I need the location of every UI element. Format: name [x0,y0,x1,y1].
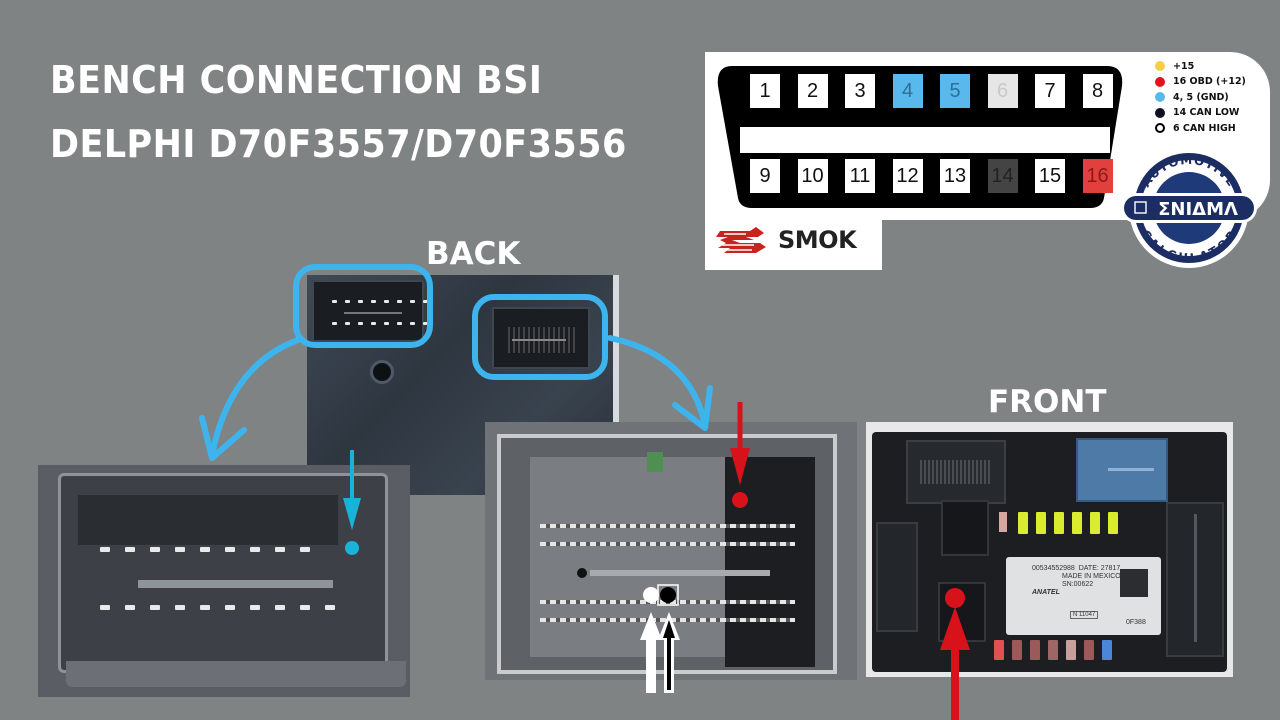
smok-logo: SMOK [716,225,857,255]
front-connector-left [906,440,1006,504]
obd-pin-2: 2 [797,74,828,108]
bottom-fuse-row [994,640,1112,660]
yellow-fuse [1090,512,1100,534]
obd-pin-14: 14 [987,159,1018,193]
pin-row-4 [540,618,795,622]
badge-text-middle: ΣNIΔMΛ [1158,199,1238,220]
front-module-photo: 00534552988 DATE: 27817 MADE IN MEXICO S… [866,422,1233,677]
qr-code [1120,569,1148,597]
relay-socket [941,500,989,556]
legend-label: 4, 5 (GND) [1173,91,1229,103]
fuse [1084,640,1094,660]
obd-pin-7: 7 [1035,74,1065,108]
legend-dot-icon [1155,107,1165,118]
enigma-automotive-calculator-badge: AUTOMOTIVE CALCULATOR ΣNIΔMΛ [1121,148,1257,268]
pin-row-2 [540,542,795,546]
curved-arrow-right [607,335,708,428]
side-connector-left [876,522,918,632]
yellow-fuse [1072,512,1082,534]
legend-label: 6 CAN HIGH [1173,122,1236,134]
obd-pin-8: 8 [1082,74,1113,108]
obd-pin-10: 10 [797,159,828,193]
title-line-2: DELPHI D70F3557/D70F3556 [50,122,627,166]
back-connector-left [312,280,428,342]
legend-item: 14 CAN LOW [1155,106,1246,120]
yellow-fuse [1036,512,1046,534]
fuse [994,640,1004,660]
curved-arrow-left-head [199,415,247,461]
legend-dot-icon [1155,123,1165,133]
legend-item: 6 CAN HIGH [1155,121,1246,135]
fuse [1030,640,1040,660]
legend-label: 14 CAN LOW [1173,107,1240,118]
obd-pin-3: 3 [845,74,875,108]
chip-icon [1134,201,1147,214]
obd-pin-16: 16 [1082,159,1113,193]
front-connector-blue [1076,438,1168,502]
obd-pin-1: 1 [750,74,780,108]
back-connector-right [492,307,590,369]
fuse [999,512,1007,532]
obd-pin-11: 11 [845,159,875,193]
fuse [1012,640,1022,660]
legend-label: +15 [1173,60,1195,72]
green-latch [647,452,663,472]
anatel-brand: ANATEL [1032,589,1060,597]
obd-pin-6: 6 [987,74,1018,108]
pin-row-3 [540,600,795,604]
fuse [1102,640,1112,660]
front-label: FRONT [988,384,1107,420]
side-connector-right [1166,502,1224,657]
part-number: 00534552988 [1032,565,1075,572]
legend-item: 16 OBD (+12) [1155,75,1246,89]
yellow-fuse-row [1018,512,1118,534]
fuse [1066,640,1076,660]
legend-dot-icon [1155,92,1165,102]
obd-pin-9: 9 [750,159,780,193]
curved-arrow-left [209,337,301,458]
obd-pin-13: 13 [940,159,970,193]
yellow-fuse [1108,512,1118,534]
legend-dot-icon [1155,61,1165,71]
module-origin: MADE IN MEXICO [1062,573,1121,581]
obd-pin-12: 12 [892,159,923,193]
left-connector-closeup [38,465,410,697]
mounting-hole [370,360,394,384]
title-line-1: BENCH CONNECTION BSI [50,58,543,102]
highlight-left-connector [293,264,433,348]
legend-item: 4, 5 (GND) [1155,90,1246,104]
obd-pin-15: 15 [1035,159,1065,193]
module-date: DATE: 27817 [1078,565,1121,572]
cert-number: N 11047 [1070,611,1099,619]
highlight-right-connector [472,294,608,380]
legend-label: 16 OBD (+12) [1173,76,1246,87]
module-label-sticker: 00534552988 DATE: 27817 MADE IN MEXICO S… [1006,557,1161,635]
smok-dragon-icon [716,227,766,253]
back-label: BACK [426,236,521,272]
relay-socket-lower [938,582,986,642]
yellow-fuse [1018,512,1028,534]
legend-item: +15 [1155,59,1246,73]
obd-pin-4: 4 [892,74,923,108]
obd-pin-5: 5 [940,74,970,108]
module-serial: SN:00622 [1062,581,1094,589]
upper-pin-row [100,547,310,552]
yellow-fuse [1054,512,1064,534]
pin-legend: +15 16 OBD (+12) 4, 5 (GND) 14 CAN LOW 6 CAN… [1155,59,1246,137]
lower-pin-row [100,605,335,610]
legend-dot-icon [1155,76,1165,87]
smok-text: SMOK [778,226,857,254]
right-connector-closeup [485,422,857,680]
pin-row-1 [540,524,795,528]
module-code: 0F388 [1126,619,1146,626]
fuse [1048,640,1058,660]
